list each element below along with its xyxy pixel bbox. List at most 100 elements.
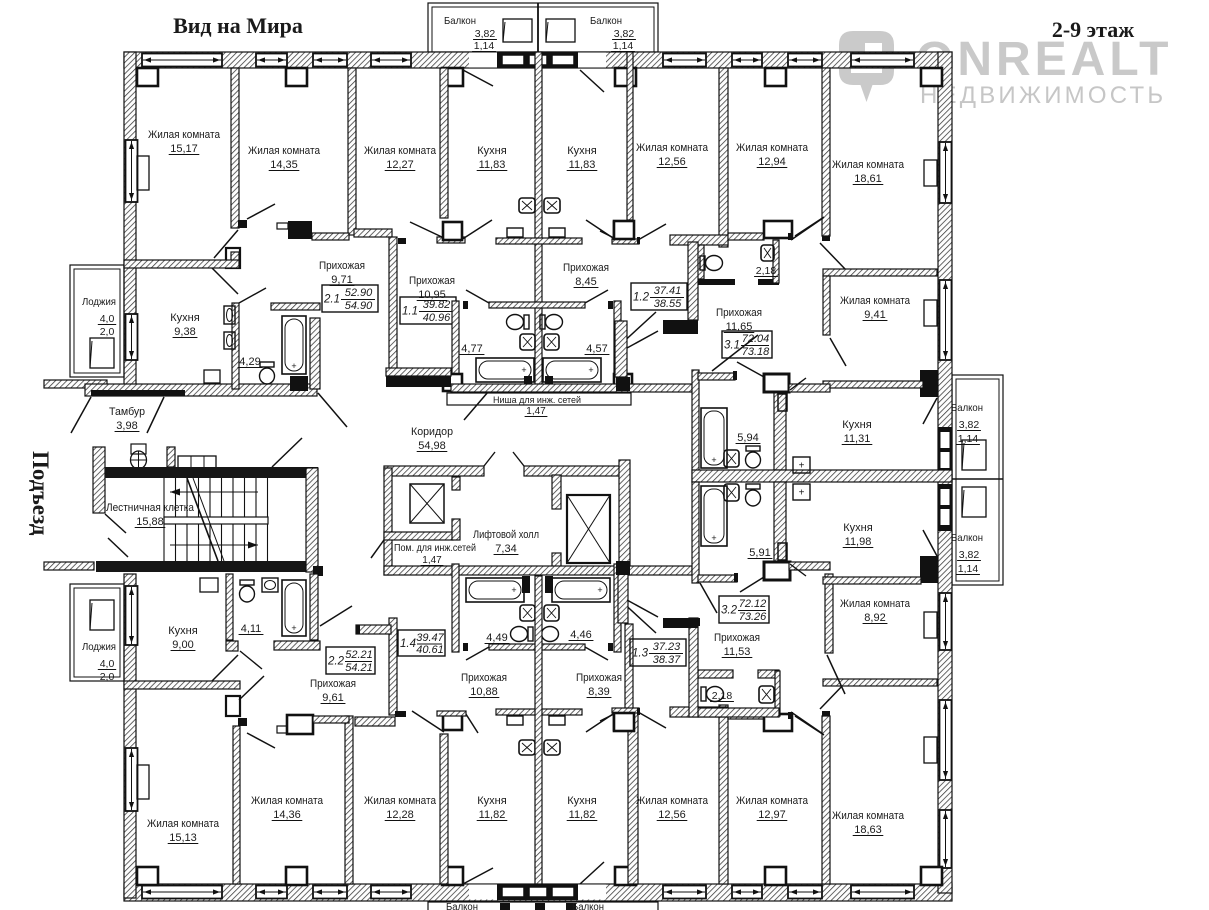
svg-text:73.26: 73.26 [739,611,767,623]
svg-text:72.04: 72.04 [742,333,770,345]
svg-text:Балкон: Балкон [951,402,983,414]
svg-text:Жилая комната: Жилая комната [251,795,324,807]
svg-text:Жилая комната: Жилая комната [147,818,220,830]
svg-text:Прихожая: Прихожая [461,672,507,684]
svg-text:8,39: 8,39 [588,686,609,698]
svg-text:4,49: 4,49 [486,632,507,644]
svg-text:3,82: 3,82 [614,28,635,40]
svg-text:4,77: 4,77 [461,343,482,355]
svg-text:Прихожая: Прихожая [576,672,622,684]
svg-text:Кухня: Кухня [477,795,506,807]
svg-text:Жилая комната: Жилая комната [840,295,911,307]
svg-text:Жилая комната: Жилая комната [364,795,437,807]
svg-text:Прихожая: Прихожая [716,307,762,319]
svg-text:+: + [597,585,602,595]
svg-text:14,36: 14,36 [273,809,301,821]
svg-text:39.82: 39.82 [423,299,451,311]
svg-text:+: + [799,488,805,499]
svg-text:Прихожая: Прихожая [714,632,760,644]
svg-text:3.1: 3.1 [724,340,740,352]
svg-text:5,94: 5,94 [737,432,758,444]
svg-text:Жилая комната: Жилая комната [736,795,809,807]
svg-text:1.3: 1.3 [632,648,649,660]
svg-text:12,56: 12,56 [658,156,686,168]
svg-text:52.21: 52.21 [345,649,373,661]
svg-text:+: + [521,365,526,375]
svg-text:9,38: 9,38 [174,326,195,338]
svg-text:3.2: 3.2 [721,605,738,617]
svg-text:4,46: 4,46 [570,629,591,641]
svg-text:11,65: 11,65 [726,321,753,333]
svg-text:38.37: 38.37 [653,654,681,666]
svg-text:38.55: 38.55 [654,298,682,310]
svg-text:4,0: 4,0 [100,313,115,325]
svg-text:3,82: 3,82 [475,28,496,40]
svg-text:Пом. для инж.сетей: Пом. для инж.сетей [394,543,476,554]
svg-text:Тамбур: Тамбур [109,406,145,418]
svg-text:Кухня: Кухня [567,145,596,157]
svg-text:11,98: 11,98 [845,536,872,548]
svg-text:Жилая комната: Жилая комната [840,598,911,610]
svg-text:2,0: 2,0 [100,671,115,683]
svg-text:Балкон: Балкон [572,902,604,910]
svg-text:2.2: 2.2 [327,656,345,668]
svg-text:10,88: 10,88 [470,686,498,698]
svg-text:3,98: 3,98 [116,420,137,432]
svg-text:9,00: 9,00 [172,639,193,651]
svg-text:37.41: 37.41 [654,285,682,297]
svg-text:18,63: 18,63 [854,824,882,836]
svg-text:7,34: 7,34 [495,543,516,555]
svg-text:12,97: 12,97 [758,809,786,821]
svg-text:1,47: 1,47 [422,555,442,566]
svg-text:9,41: 9,41 [864,309,885,321]
svg-text:Балкон: Балкон [951,532,983,544]
svg-text:11,82: 11,82 [479,809,506,821]
svg-text:2.1: 2.1 [323,294,340,306]
svg-text:1,14: 1,14 [613,40,634,52]
svg-text:+: + [588,365,593,375]
svg-text:10,95: 10,95 [418,289,446,301]
svg-text:Ниша для инж. сетей: Ниша для инж. сетей [493,395,581,406]
svg-text:Жилая комната: Жилая комната [364,145,437,157]
svg-text:+: + [291,623,296,633]
svg-text:5,91: 5,91 [749,547,770,559]
svg-text:4,57: 4,57 [586,343,607,355]
svg-text:Прихожая: Прихожая [310,678,356,690]
svg-text:Балкон: Балкон [446,902,478,910]
svg-text:+: + [291,361,296,371]
svg-text:Балкон: Балкон [444,15,476,27]
svg-text:Лоджия: Лоджия [82,296,116,308]
svg-text:9,71: 9,71 [331,274,352,286]
svg-text:14,35: 14,35 [270,159,298,171]
svg-text:1.2: 1.2 [633,292,650,304]
svg-text:4,0: 4,0 [100,658,115,670]
svg-text:ONREALT: ONREALT [916,33,1172,86]
svg-text:2-9 этаж: 2-9 этаж [1052,17,1134,42]
svg-text:Жилая комната: Жилая комната [832,810,905,822]
svg-text:НЕДВИЖИМОСТЬ: НЕДВИЖИМОСТЬ [920,82,1166,109]
svg-text:12,27: 12,27 [386,159,414,171]
svg-text:Жилая комната: Жилая комната [636,142,709,154]
svg-text:+: + [511,585,516,595]
svg-text:Подъезд: Подъезд [28,451,53,536]
svg-text:12,94: 12,94 [758,156,786,168]
svg-text:Кухня: Кухня [843,522,872,534]
svg-text:12,56: 12,56 [658,809,686,821]
svg-text:11,83: 11,83 [479,159,506,171]
svg-text:11,31: 11,31 [844,433,871,445]
svg-text:3,82: 3,82 [959,419,980,431]
svg-text:Кухня: Кухня [567,795,596,807]
svg-text:Жилая комната: Жилая комната [636,795,709,807]
svg-text:1.1: 1.1 [402,306,418,318]
svg-text:73.18: 73.18 [742,346,770,358]
svg-text:37.23: 37.23 [653,641,681,653]
svg-text:40.61: 40.61 [416,644,444,656]
svg-text:4,11: 4,11 [241,623,262,635]
svg-text:72.12: 72.12 [739,598,767,610]
svg-text:11,53: 11,53 [724,646,751,658]
svg-text:12,28: 12,28 [386,809,414,821]
svg-text:Вид на Мира: Вид на Мира [173,13,303,38]
svg-text:Жилая комната: Жилая комната [148,129,221,141]
svg-text:Жилая комната: Жилая комната [736,142,809,154]
svg-text:8,45: 8,45 [575,276,596,288]
